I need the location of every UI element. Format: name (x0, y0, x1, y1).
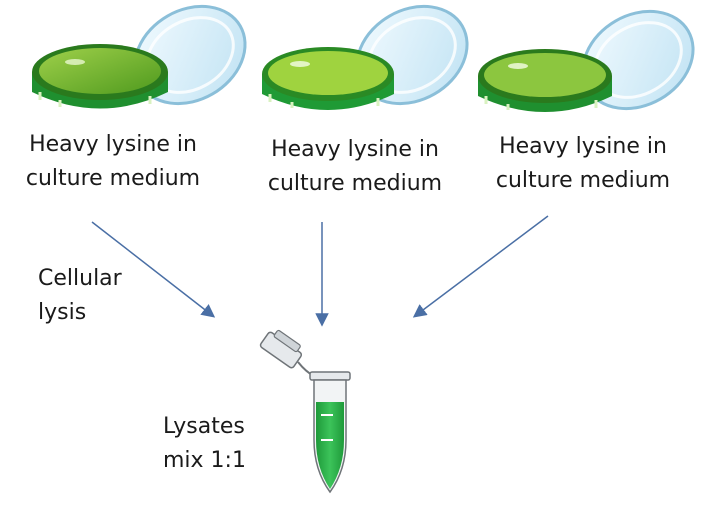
petri-dish-1 (32, 4, 247, 109)
dish-label-line2: culture medium (25, 166, 201, 191)
dish-label-3: Heavy lysine in culture medium (478, 130, 688, 198)
arrow-left (91, 221, 216, 318)
dish-label-line2: culture medium (495, 168, 671, 193)
cellular-lysis-label: Cellular lysis (38, 262, 122, 330)
dish-base-icon (32, 44, 168, 109)
petri-dish-3 (478, 9, 695, 112)
dish-label-line2: culture medium (267, 171, 443, 196)
dish-base-icon (478, 49, 612, 112)
mix-label-line2: mix 1:1 (163, 448, 246, 473)
lysis-label-line1: Cellular (38, 266, 122, 291)
dish-label-1: Heavy lysine in culture medium (8, 128, 218, 196)
dish-label-line1: Heavy lysine in (271, 137, 439, 162)
lysates-mix-label: Lysates mix 1:1 (163, 410, 246, 478)
dish-label-line1: Heavy lysine in (29, 132, 197, 157)
mix-label-line1: Lysates (163, 414, 245, 439)
petri-dish-2 (262, 4, 469, 110)
arrow-right (412, 215, 549, 318)
microcentrifuge-tube-icon (259, 329, 351, 494)
dish-label-2: Heavy lysine in culture medium (248, 133, 462, 201)
dish-label-line1: Heavy lysine in (499, 134, 667, 159)
lysis-label-line2: lysis (38, 300, 87, 325)
dish-base-icon (262, 47, 394, 110)
